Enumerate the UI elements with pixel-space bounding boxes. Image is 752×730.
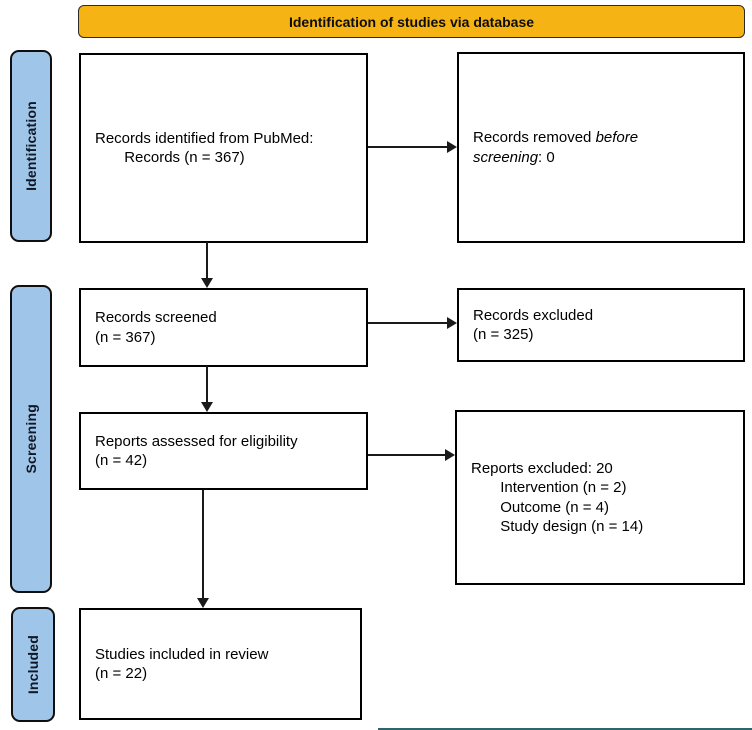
stage-label-identification: Identification bbox=[10, 50, 52, 242]
arrow-assessed-to-included bbox=[197, 490, 209, 608]
box-records-identified: Records identified from PubMed: Records … bbox=[79, 53, 368, 243]
banner: Identification of studies via database bbox=[78, 5, 745, 38]
arrow-screened-to-assessed bbox=[201, 366, 213, 412]
box-records-excluded-text: Records excluded (n = 325) bbox=[473, 306, 594, 344]
box-reports-assessed-text: Reports assessed for eligibility (n = 42… bbox=[95, 432, 298, 470]
box-records-excluded: Records excluded (n = 325) bbox=[457, 288, 745, 362]
box-studies-included-text: Studies included in review (n = 22) bbox=[95, 645, 269, 683]
box-records-removed-text: Records removed before screening: 0 bbox=[459, 128, 646, 167]
records-removed-seg1: Records removed bbox=[473, 129, 596, 146]
records-removed-seg3: : 0 bbox=[538, 148, 555, 166]
stage-label-text: Screening bbox=[23, 404, 39, 474]
box-studies-included: Studies included in review (n = 22) bbox=[79, 608, 362, 720]
arrow-identified-to-screened bbox=[201, 242, 213, 288]
box-reports-excluded-text: Reports excluded: 20 Intervention (n = 2… bbox=[471, 459, 644, 536]
box-reports-assessed: Reports assessed for eligibility (n = 42… bbox=[79, 412, 368, 490]
stage-label-screening: Screening bbox=[10, 285, 52, 593]
arrow-identified-to-removed bbox=[368, 141, 457, 153]
stage-label-included: Included bbox=[11, 607, 55, 722]
box-records-removed: Records removed before screening: 0 bbox=[457, 52, 745, 243]
stage-label-text: Identification bbox=[23, 101, 39, 191]
records-removed-seg2-italic: before screening bbox=[473, 129, 639, 166]
box-records-screened-text: Records screened (n = 367) bbox=[95, 309, 217, 346]
box-reports-excluded: Reports excluded: 20 Intervention (n = 2… bbox=[455, 410, 745, 585]
arrow-screened-to-excluded bbox=[368, 317, 457, 329]
bottom-edge-line bbox=[378, 728, 752, 730]
box-records-screened: Records screened (n = 367) bbox=[79, 288, 368, 367]
banner-label: Identification of studies via database bbox=[288, 13, 535, 30]
box-records-identified-text: Records identified from PubMed: Records … bbox=[95, 129, 314, 167]
arrow-assessed-to-reports-excluded bbox=[368, 449, 455, 461]
stage-label-text: Included bbox=[25, 634, 41, 695]
